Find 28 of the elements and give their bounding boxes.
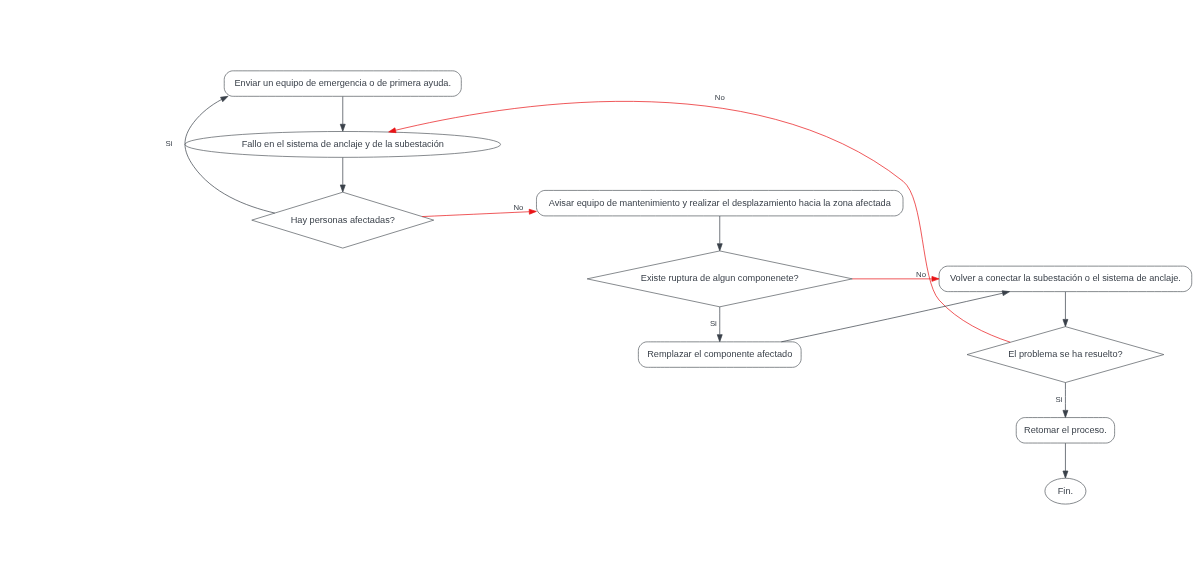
edge-label: No (916, 269, 927, 279)
arrow (339, 156, 346, 192)
node-diamond: Hay personas afectadas? (251, 191, 435, 248)
arrow (421, 208, 537, 217)
node-box: Volver a conectar la subestación o el sistema de anclaje. (938, 265, 1193, 292)
arrow (1062, 290, 1069, 327)
node-ellipse: Fallo en el sistema de anclaje y de la subestación (184, 130, 501, 158)
node-box: Retomar el proceso. (1015, 416, 1115, 443)
edge-label: No (513, 202, 524, 212)
node-diamond: Existe ruptura de algun componenete? (586, 250, 853, 307)
arrow (716, 306, 723, 342)
node-box: Avisar equipo de mantenimiento y realizar el desplazamiento hacia la zona afectada (536, 189, 904, 216)
arrow (781, 289, 1010, 342)
arrow (851, 275, 940, 282)
edge-label: Si (1055, 394, 1063, 404)
arrow (388, 100, 1011, 343)
edge-label: Si (165, 138, 173, 148)
arrow (339, 95, 346, 132)
arrow (184, 95, 276, 213)
node-box: Enviar un equipo de emergencia o de primera ayuda. (223, 69, 462, 97)
arrow (716, 215, 723, 251)
arrow (1062, 381, 1069, 418)
node-ellipse: Fin. (1044, 477, 1087, 504)
arrow (1062, 442, 1069, 478)
node-box: Remplazar el componente afectado (638, 341, 802, 368)
node-diamond: El problema se ha resuelto? (966, 325, 1165, 383)
edge-label: Si (709, 318, 717, 328)
edge-label: No (714, 92, 725, 102)
